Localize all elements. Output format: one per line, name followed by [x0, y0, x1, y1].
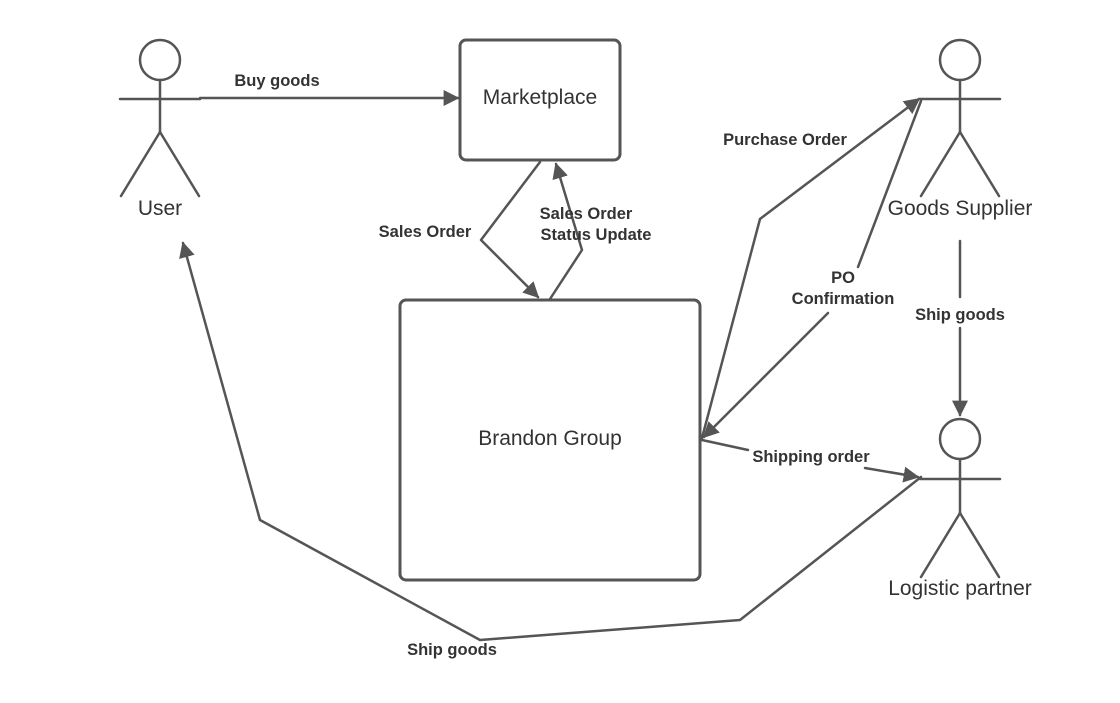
- actor-user: User: [118, 38, 202, 220]
- edge-shipping-order-line-a: [700, 438, 750, 452]
- brandon-group-label: Brandon Group: [478, 427, 622, 450]
- edge-buy-goods: Buy goods: [198, 72, 460, 106]
- marketplace-label: Marketplace: [483, 86, 597, 109]
- edge-po-confirmation-label-2: Confirmation: [792, 290, 895, 308]
- edge-sales-order-status-update-line: [548, 162, 584, 301]
- edge-ship-goods-supplier-label: Ship goods: [915, 306, 1005, 324]
- edge-shipping-order-label: Shipping order: [752, 448, 870, 466]
- actor-logistic-partner-left-leg: [919, 511, 962, 579]
- actor-logistic-partner: Logistic partner: [888, 417, 1032, 600]
- actor-logistic-partner-head: [938, 417, 982, 461]
- edge-sales-order-status-label-2: Status Update: [541, 226, 652, 244]
- edge-sales-order: Sales Order: [379, 160, 542, 299]
- actor-user-label: User: [138, 197, 182, 220]
- edge-po-confirmation-label-1: PO: [831, 269, 855, 287]
- actor-goods-supplier-label: Goods Supplier: [888, 197, 1033, 220]
- edge-shipping-order-line-b: [863, 466, 920, 483]
- edge-ship-goods-supplier: Ship goods: [915, 239, 1005, 417]
- edge-buy-goods-label: Buy goods: [234, 72, 319, 90]
- actor-logistic-partner-right-leg: [958, 511, 1001, 579]
- edge-sales-order-status-label-1: Sales Order: [540, 205, 633, 223]
- node-marketplace: Marketplace: [458, 38, 622, 162]
- edge-sales-order-status-update: Sales Order Status Update: [540, 162, 652, 301]
- actor-user-right-leg: [158, 130, 201, 198]
- edge-shipping-order: Shipping order: [700, 438, 920, 483]
- actor-logistic-partner-label: Logistic partner: [888, 577, 1032, 600]
- actor-user-head: [138, 38, 182, 82]
- actor-goods-supplier-left-leg: [919, 130, 962, 198]
- edge-ship-goods-user: Ship goods: [179, 241, 923, 659]
- marketplace-box: [458, 38, 622, 162]
- actor-user-left-leg: [119, 130, 162, 198]
- edge-sales-order-label: Sales Order: [379, 223, 472, 241]
- edge-ship-goods-user-line: [179, 241, 923, 642]
- edge-purchase-order: Purchase Order: [700, 97, 921, 440]
- edge-po-confirmation-line-b: [702, 311, 830, 439]
- edge-po-confirmation: PO Confirmation: [702, 99, 923, 439]
- edge-sales-order-line: [479, 160, 542, 299]
- actor-goods-supplier: Goods Supplier: [888, 38, 1033, 220]
- node-brandon-group: Brandon Group: [398, 298, 702, 582]
- edge-ship-goods-user-label: Ship goods: [407, 641, 497, 659]
- edge-purchase-order-line: [700, 97, 921, 440]
- actor-goods-supplier-head: [938, 38, 982, 82]
- edge-po-confirmation-line-a: [856, 99, 923, 269]
- actor-goods-supplier-right-leg: [958, 130, 1001, 198]
- edge-purchase-order-label: Purchase Order: [723, 131, 847, 149]
